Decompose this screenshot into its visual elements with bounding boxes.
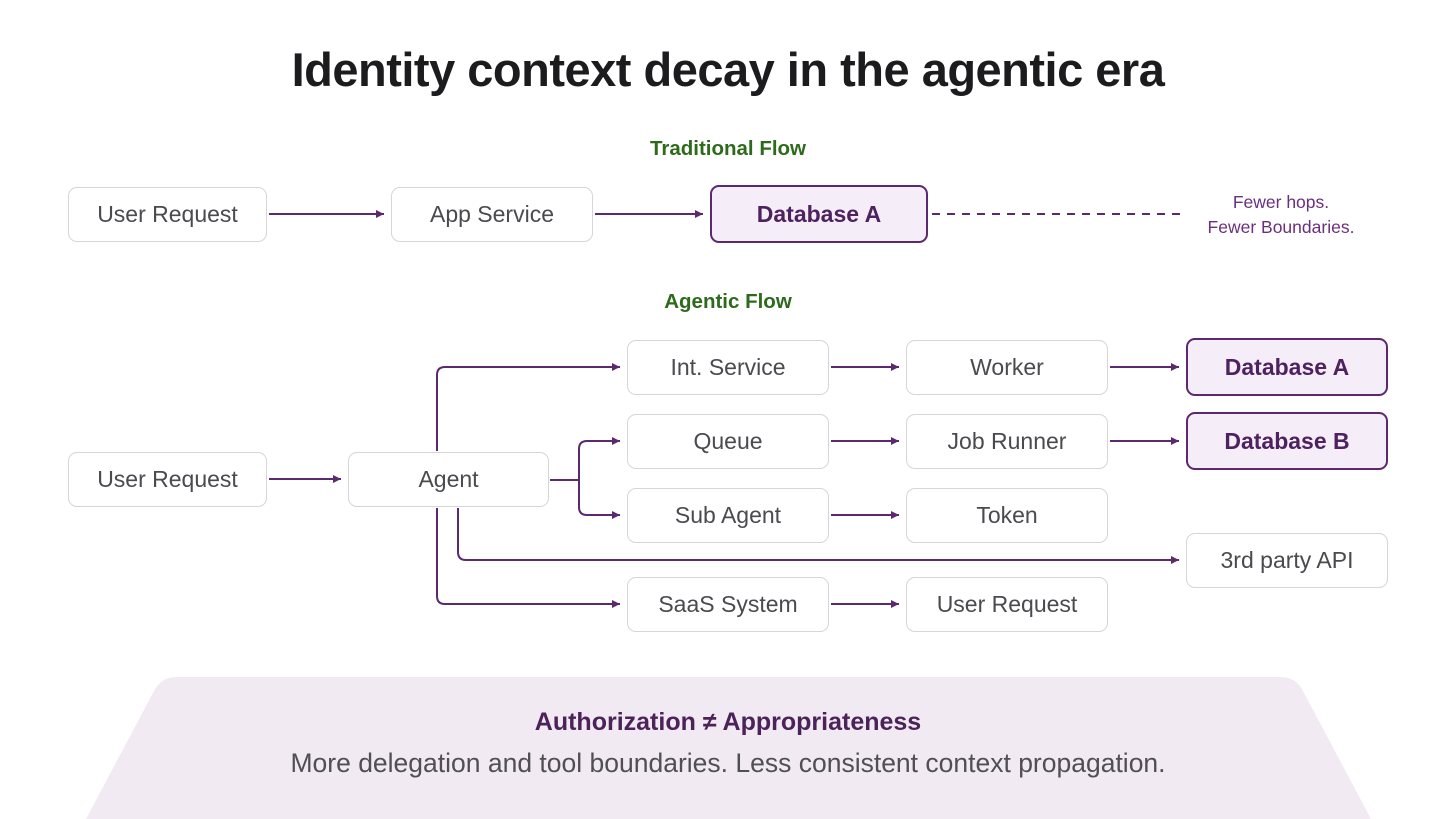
banner-heading: Authorization ≠ Appropriateness <box>534 708 922 736</box>
node-saas-system: SaaS System <box>627 577 829 632</box>
node-database-b: Database B <box>1186 412 1388 470</box>
page-title: Identity context decay in the agentic er… <box>291 43 1165 96</box>
banner-subtext: More delegation and tool boundaries. Les… <box>290 748 1166 778</box>
elbow-junction-to-sub-agent <box>578 480 620 519</box>
elbow-agent-to-int-service <box>436 363 620 451</box>
node-sub-agent: Sub Agent <box>627 488 829 543</box>
node-app-service: App Service <box>391 187 593 242</box>
node-database-a-traditional: Database A <box>710 185 928 243</box>
fewer-hops-annotation: Fewer hops. Fewer Boundaries. <box>1170 190 1392 240</box>
node-user-request-traditional: User Request <box>68 187 267 242</box>
node-agent: Agent <box>348 452 549 507</box>
node-job-runner: Job Runner <box>906 414 1108 469</box>
node-queue: Queue <box>627 414 829 469</box>
node-worker: Worker <box>906 340 1108 395</box>
elbow-junction-to-queue <box>578 437 620 480</box>
banner-shape <box>86 677 1371 819</box>
agentic-flow-label: Agentic Flow <box>664 290 792 313</box>
annotation-line-1: Fewer hops. <box>1232 192 1330 212</box>
node-database-a-agentic: Database A <box>1186 338 1388 396</box>
node-third-party-api: 3rd party API <box>1186 533 1388 588</box>
node-int-service: Int. Service <box>627 340 829 395</box>
elbow-agent-to-third-party-api <box>457 508 1179 564</box>
annotation-line-2: Fewer Boundaries. <box>1207 217 1355 237</box>
node-user-request-end: User Request <box>906 577 1108 632</box>
elbow-agent-to-saas-system <box>436 508 620 608</box>
node-user-request-agentic: User Request <box>68 452 267 507</box>
node-token: Token <box>906 488 1108 543</box>
traditional-flow-label: Traditional Flow <box>649 137 807 160</box>
